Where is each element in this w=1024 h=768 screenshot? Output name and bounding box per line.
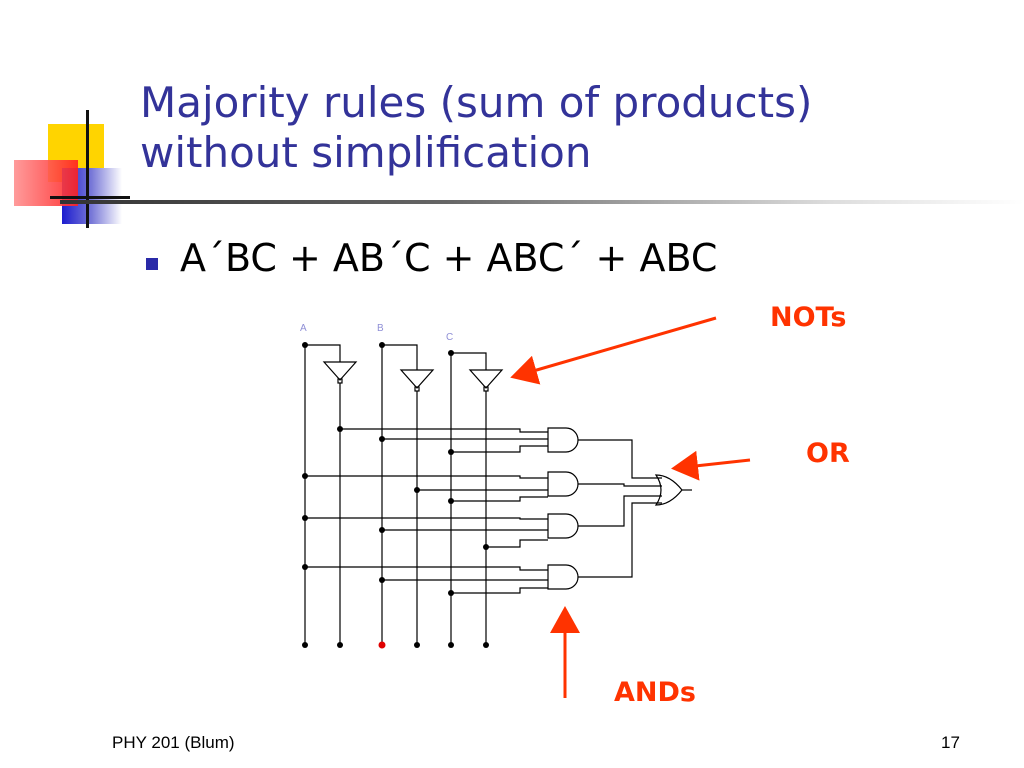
title-underline [60,200,1024,204]
title-line-2: without simplification [140,128,592,177]
label-nots: NOTs [770,302,847,333]
input-label-a: A [300,323,307,334]
highlight-dot [378,641,386,649]
and-gate-2 [547,471,579,497]
title-line-1: Majority rules (sum of products) [140,78,813,127]
arrow-or [671,450,751,481]
page-number: 17 [941,733,960,752]
bullet-marker [146,258,158,270]
not-gate-a [322,361,358,381]
and-gate-1 [547,427,579,453]
and-gate-4 [547,564,579,590]
input-label-c: C [446,332,453,343]
label-ands: ANDs [614,677,696,708]
or-gate [654,474,683,506]
not-gate-c [468,369,504,389]
footer-course: PHY 201 (Blum) [112,733,235,752]
not-gate-b [399,369,435,389]
label-or: OR [806,438,850,469]
decor-horizontal-line [50,196,130,199]
bullet-expression: A´BC + AB´C + ABC´ + ABC [180,236,718,280]
input-label-b: B [377,323,384,334]
arrow-nots [510,316,717,385]
and-gate-3 [547,513,579,539]
decor-vertical-line [86,110,89,228]
page-title: Majority rules (sum of products) without… [140,78,1000,178]
